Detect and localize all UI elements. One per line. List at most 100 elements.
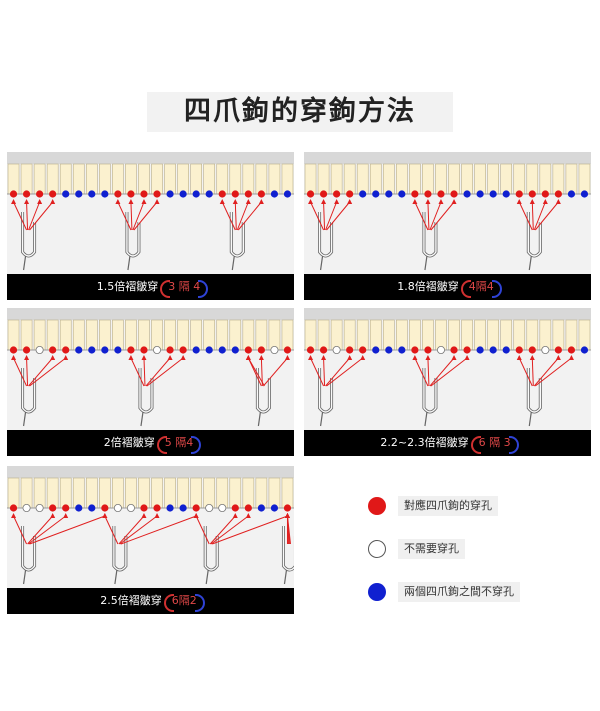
tape-strip xyxy=(99,477,111,509)
tape-strip xyxy=(448,319,460,351)
tape-strip xyxy=(281,319,294,351)
arrow-head xyxy=(245,513,251,518)
tape-strip xyxy=(203,477,216,509)
arrow-head xyxy=(50,199,56,204)
blue-hole-dot xyxy=(231,346,239,354)
red-hole-dot xyxy=(49,190,57,198)
legend-label: 不需要穿孔 xyxy=(398,539,465,559)
red-hole-dot xyxy=(140,190,148,198)
arrow-line xyxy=(29,357,67,387)
red-hole-dot xyxy=(424,190,432,198)
arrow-head xyxy=(128,355,134,360)
arrow-line xyxy=(325,357,351,387)
red-hole-dot xyxy=(437,190,445,198)
arrow-head xyxy=(245,355,251,360)
panel-label: 2倍褶皺穿 xyxy=(103,436,155,449)
blue-hole-dot xyxy=(75,190,83,198)
hook-highlight xyxy=(139,368,153,413)
blue-hole-dot xyxy=(476,346,484,354)
arrow-line xyxy=(518,357,533,387)
arrow-line xyxy=(132,201,145,231)
arrow-head xyxy=(128,199,134,204)
tape-strip xyxy=(242,477,255,509)
hook-pin xyxy=(283,569,288,585)
arrow-line xyxy=(263,357,288,387)
tape-strip xyxy=(229,163,242,195)
tape-strip xyxy=(330,163,343,195)
arrow-head xyxy=(245,199,251,204)
arrow-head xyxy=(412,355,418,360)
four-prong-hook-icon xyxy=(21,368,37,427)
tape-strip xyxy=(409,163,421,195)
white-hole-dot xyxy=(218,504,227,513)
hook-highlight xyxy=(113,526,127,571)
tape-strip xyxy=(422,319,434,351)
blue-hole-dot xyxy=(114,346,122,354)
arrow-head xyxy=(180,355,186,360)
tape-strip xyxy=(435,319,447,351)
blue-hole-dot xyxy=(372,346,380,354)
panel-label: 2.5倍褶皺穿 xyxy=(100,594,162,607)
tape-strip xyxy=(474,319,486,351)
four-prong-hook-icon xyxy=(422,212,438,271)
red-hole-dot xyxy=(231,504,239,512)
arrow-line xyxy=(27,515,54,545)
arrow-line xyxy=(28,515,67,545)
blue-hole-dot xyxy=(88,504,96,512)
arrow-line xyxy=(28,357,54,387)
tape-strip xyxy=(216,319,229,351)
arrow-line xyxy=(221,201,236,231)
tape-strip xyxy=(164,163,176,195)
blue-hole-dot xyxy=(218,346,226,354)
arrow-line xyxy=(430,357,468,387)
tape-strip xyxy=(242,319,255,351)
arrow-head xyxy=(11,199,17,204)
panel-label: 2.2~2.3倍褶皺穿 xyxy=(380,436,469,449)
tape-strip xyxy=(112,163,124,195)
tape-strip xyxy=(565,163,578,195)
red-hole-dot xyxy=(49,504,57,512)
red-hole-dot xyxy=(49,346,57,354)
blue-hole-dot xyxy=(179,190,187,198)
arrow-line xyxy=(429,201,442,231)
red-hole-dot xyxy=(528,346,536,354)
blue-hole-dot xyxy=(101,190,109,198)
tape-strip xyxy=(190,163,202,195)
panel-label: 1.5倍褶皺穿 xyxy=(96,280,159,293)
white-hole-dot xyxy=(113,504,122,513)
arrow-head xyxy=(232,513,238,518)
arrow-line xyxy=(533,357,559,387)
tape-strip xyxy=(20,163,33,195)
tape-strip xyxy=(151,319,163,351)
arrow-line xyxy=(146,357,184,387)
arrow-head xyxy=(516,355,522,360)
four-prong-hook-icon xyxy=(21,526,37,585)
red-hole-dot xyxy=(515,346,523,354)
tape-strip xyxy=(46,477,59,509)
blue-hole-dot xyxy=(75,346,83,354)
red-hole-dot xyxy=(62,346,70,354)
blue-hole-dot xyxy=(385,190,393,198)
blue-hole-dot xyxy=(580,190,589,198)
white-hole-dot xyxy=(436,346,445,355)
red-hole-dot xyxy=(127,190,135,198)
tape-strip xyxy=(255,163,268,195)
tape-strip xyxy=(369,319,382,351)
tape-strip xyxy=(85,319,98,351)
tape-strip xyxy=(356,319,369,351)
tape-strip xyxy=(138,319,150,351)
four-prong-hook-icon xyxy=(281,526,294,585)
pattern-diagram xyxy=(7,308,294,430)
tape-strip xyxy=(500,163,513,195)
arrow-line xyxy=(209,515,236,545)
pattern-diagram xyxy=(304,152,591,274)
tape-strip xyxy=(565,319,578,351)
arrow-head xyxy=(412,199,418,204)
tape-strip xyxy=(112,319,124,351)
arrow-head xyxy=(219,199,225,204)
blue-hole-dot xyxy=(283,190,292,198)
tape-strip xyxy=(33,163,46,195)
hook-pin xyxy=(424,255,428,271)
